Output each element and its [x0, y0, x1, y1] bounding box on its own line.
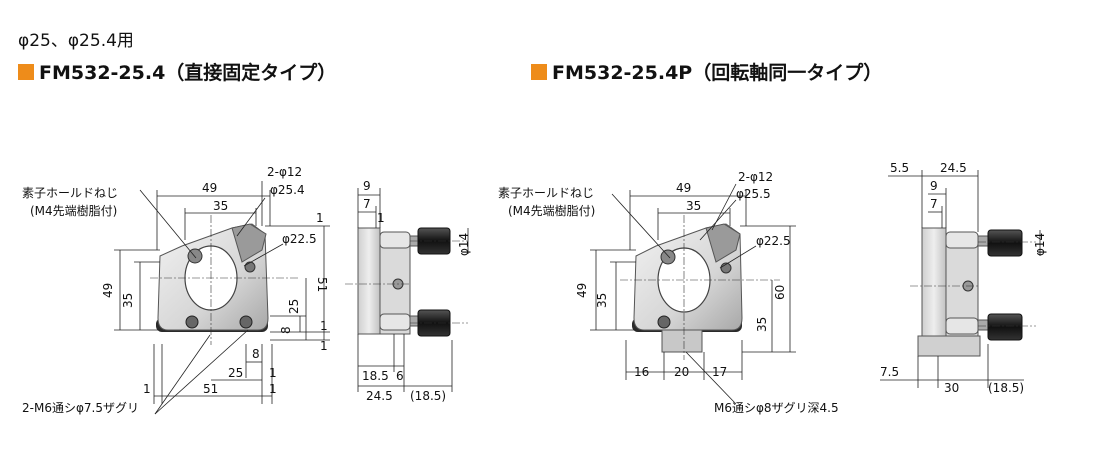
right-dim-16: 16 — [634, 365, 649, 379]
right-side-plate — [921, 227, 947, 339]
left-dim-phi254: φ25.4 — [270, 183, 305, 197]
left-dim-1w2: 1 — [143, 382, 151, 396]
right-dim-2phi12: 2-φ12 — [738, 170, 773, 184]
left-dim-8h: 8 — [279, 326, 293, 334]
left-title: FM532-25.4（直接固定タイプ） — [18, 58, 336, 85]
right-knob-bottom — [987, 313, 1023, 341]
left-dim-25h: 25 — [287, 299, 301, 314]
left-dim-35h: 35 — [121, 293, 135, 308]
left-side-screw — [244, 261, 256, 273]
right-dim-35h: 35 — [595, 293, 609, 308]
right-side-dim-185p: (18.5) — [988, 381, 1024, 395]
right-callout-hole: M6通シφ8ザグリ深4.5 — [714, 401, 839, 415]
left-hole-1 — [185, 315, 199, 329]
left-side-boss-top — [379, 231, 411, 249]
left-callout-holes: 2-M6通シφ7.5ザグリ — [22, 401, 139, 415]
left-dim-25w: 25 — [228, 366, 243, 380]
left-dim-1b: 1 — [320, 319, 328, 333]
left-side-dim-1: 1 — [377, 211, 385, 225]
left-callout-screw: 素子ホールドねじ — [22, 186, 118, 200]
left-dim-49h: 49 — [101, 283, 115, 298]
left-side-dimensions — [357, 188, 469, 392]
left-side-view — [345, 227, 468, 337]
orange-square-icon — [531, 63, 547, 80]
left-dim-51h: 51 — [315, 277, 329, 292]
left-dim-1c: 1 — [320, 339, 328, 353]
right-title: FM532-25.4P（回転軸同一タイプ） — [531, 58, 882, 85]
right-side-dim-55: 5.5 — [890, 161, 909, 175]
left-side-dim-6: 6 — [396, 369, 404, 383]
right-dim-20: 20 — [674, 365, 689, 379]
right-side-dim-75: 7.5 — [880, 365, 899, 379]
left-dim-8w: 8 — [252, 347, 260, 361]
left-clamp-jaw — [231, 223, 267, 263]
right-side-dim-30: 30 — [944, 381, 959, 395]
left-dim-1w3: 1 — [269, 382, 277, 396]
right-mount-post — [661, 329, 703, 353]
right-dim-35hr: 35 — [755, 317, 769, 332]
right-front-view — [620, 215, 780, 360]
left-front-dimensions — [114, 181, 330, 415]
right-side-post — [917, 335, 981, 357]
left-side-boss-bottom — [379, 313, 411, 331]
right-front-dimensions — [590, 183, 796, 405]
left-callout-screw-sub: (M4先端樹脂付) — [30, 203, 117, 218]
left-side-dim-phi14: φ14 — [457, 233, 471, 256]
left-side-dim-185: 18.5 — [362, 369, 389, 383]
left-dim-1w1: 1 — [269, 366, 277, 380]
orange-square-icon — [18, 63, 34, 80]
right-dim-60h: 60 — [773, 285, 787, 300]
left-hole-2 — [239, 315, 253, 329]
size-note: φ25、φ25.4用 — [18, 31, 134, 51]
right-side-dim-7: 7 — [930, 197, 938, 211]
right-callout-screw: 素子ホールドねじ — [498, 186, 594, 200]
right-side-dim-phi14: φ14 — [1033, 233, 1047, 256]
left-front-view — [150, 215, 300, 345]
right-screw-head — [660, 249, 676, 265]
left-dim-phi225: φ22.5 — [282, 232, 317, 246]
right-side-dim-9: 9 — [930, 179, 938, 193]
right-side-view — [910, 227, 1036, 357]
left-side-dim-185p: (18.5) — [410, 389, 446, 403]
left-dim-2phi12: 2-φ12 — [267, 165, 302, 179]
right-dim-35w: 35 — [686, 199, 701, 213]
left-dim-51w: 51 — [203, 382, 218, 396]
right-dim-phi225: φ22.5 — [756, 234, 791, 248]
right-clamp-jaw — [705, 223, 741, 263]
right-dim-17: 17 — [712, 365, 727, 379]
right-dim-49h: 49 — [575, 283, 589, 298]
left-dim-35w: 35 — [213, 199, 228, 213]
left-dim-1a: 1 — [316, 211, 324, 225]
right-callout-screw-sub: (M4先端樹脂付) — [508, 203, 595, 218]
left-title-text: FM532-25.4（直接固定タイプ） — [39, 62, 337, 84]
left-side-dim-245: 24.5 — [366, 389, 393, 403]
right-side-dimensions — [880, 170, 1041, 388]
right-knob-top — [987, 229, 1023, 257]
left-dim-49w: 49 — [202, 181, 217, 195]
left-side-dim-7: 7 — [363, 197, 371, 211]
right-side-dim-245: 24.5 — [940, 161, 967, 175]
right-dim-49w: 49 — [676, 181, 691, 195]
left-side-dim-9: 9 — [363, 179, 371, 193]
right-dim-phi255: φ25.5 — [736, 187, 771, 201]
left-side-plate — [357, 227, 381, 335]
right-title-text: FM532-25.4P（回転軸同一タイプ） — [552, 62, 883, 84]
